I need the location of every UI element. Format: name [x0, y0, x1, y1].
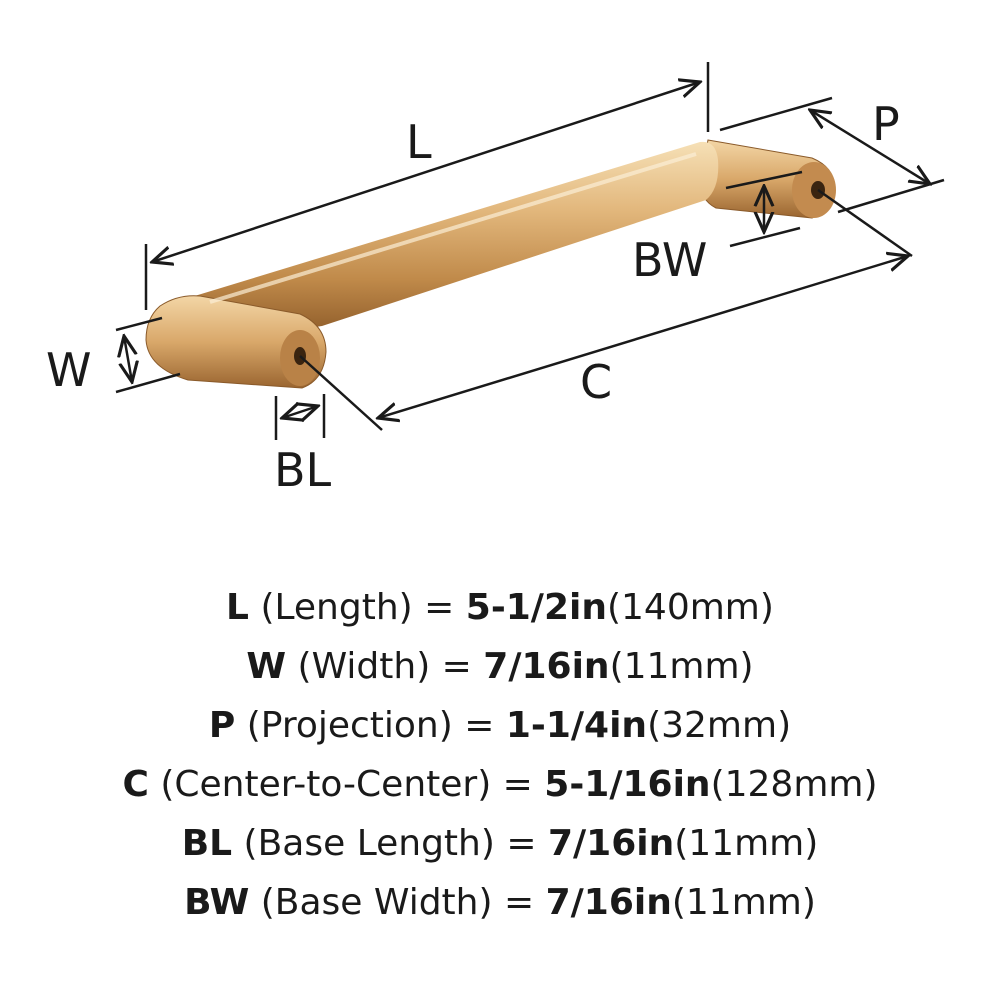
spec-row-length: L (Length) = 5-1/2in(140mm)	[0, 578, 1000, 637]
spec-row-width: W (Width) = 7/16in(11mm)	[0, 637, 1000, 696]
spec-desc: (Length) =	[249, 587, 466, 628]
spec-metric: (128mm)	[710, 764, 878, 805]
spec-metric: (140mm)	[606, 587, 774, 628]
center-to-center-dimension-line	[378, 256, 908, 418]
label-center-to-center: C	[580, 355, 612, 409]
base-length-dimension-line	[282, 406, 318, 418]
projection-dimension-line	[810, 110, 930, 184]
label-base-length: BL	[274, 443, 332, 497]
spec-desc: (Width) =	[286, 646, 484, 687]
spec-abbr: P	[208, 705, 236, 746]
spec-desc: (Base Width) =	[249, 882, 546, 923]
label-length: L	[406, 115, 432, 169]
spec-row-projection: P (Projection) = 1-1/4in(32mm)	[0, 696, 1000, 755]
spec-desc: (Center-to-Center) =	[148, 764, 545, 805]
label-base-width: BW	[632, 233, 707, 287]
spec-imperial: 1-1/4in	[505, 705, 648, 746]
dimension-lines	[115, 62, 945, 440]
spec-desc: (Base Length) =	[232, 823, 548, 864]
spec-desc: (Projection) =	[235, 705, 506, 746]
spec-row-base-length: BL (Base Length) = 7/16in(11mm)	[0, 814, 1000, 873]
width-dimension-line	[124, 336, 132, 382]
spec-imperial: 7/16in	[483, 646, 610, 687]
spec-abbr: BW	[184, 882, 250, 923]
spec-row-base-width: BW (Base Width) = 7/16in(11mm)	[0, 873, 1000, 932]
label-width: W	[46, 343, 91, 397]
handle-dimension-diagram: L P BW W C BL	[46, 62, 945, 497]
spec-metric: (11mm)	[674, 823, 819, 864]
spec-abbr: W	[246, 646, 287, 687]
spec-imperial: 5-1/16in	[544, 764, 711, 805]
dimension-spec-list: L (Length) = 5-1/2in(140mm) W (Width) = …	[0, 578, 1000, 932]
label-projection: P	[872, 97, 900, 151]
cabinet-pull-handle	[145, 139, 836, 389]
spec-imperial: 5-1/2in	[465, 587, 607, 628]
spec-abbr: L	[226, 587, 249, 628]
spec-metric: (32mm)	[647, 705, 792, 746]
length-dimension-line	[152, 82, 700, 262]
spec-abbr: C	[122, 764, 149, 805]
spec-metric: (11mm)	[609, 646, 754, 687]
spec-metric: (11mm)	[671, 882, 816, 923]
spec-abbr: BL	[181, 823, 233, 864]
spec-row-center-to-center: C (Center-to-Center) = 5-1/16in(128mm)	[0, 755, 1000, 814]
spec-imperial: 7/16in	[545, 882, 672, 923]
spec-imperial: 7/16in	[547, 823, 675, 864]
